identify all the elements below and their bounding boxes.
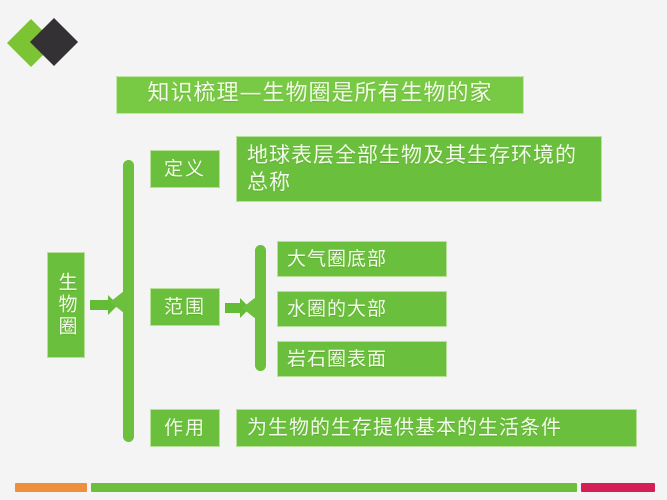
function-content-text: 为生物的生存提供基本的生活条件 — [247, 415, 562, 440]
root-node-label: 生物圈 — [55, 272, 78, 338]
brace-cap-bottom — [123, 426, 134, 442]
scope-item: 水圈的大部 — [277, 291, 447, 327]
definition-content: 地球表层全部生物及其生存环境的总称 — [236, 136, 602, 202]
scope-brace — [242, 245, 268, 371]
footer-segment-green — [91, 483, 577, 492]
scope-item-text: 大气圈底部 — [287, 247, 388, 270]
definition-content-text: 地球表层全部生物及其生存环境的总称 — [247, 143, 577, 194]
branch-label-scope: 范围 — [150, 288, 220, 326]
scope-item: 大气圈底部 — [277, 241, 447, 277]
brace-bar — [255, 245, 266, 371]
branch-label-scope-text: 范围 — [163, 295, 206, 318]
main-brace — [110, 160, 136, 442]
logo — [6, 17, 86, 72]
scope-item-text: 岩石圈表面 — [287, 347, 388, 370]
branch-label-function-text: 作用 — [163, 416, 206, 439]
branch-label-function: 作用 — [150, 409, 220, 447]
root-node: 生物圈 — [47, 252, 85, 358]
page-title-text: 知识梳理—生物圈是所有生物的家 — [147, 80, 493, 106]
scope-item: 岩石圈表面 — [277, 341, 447, 377]
scope-arrow-icon — [225, 298, 250, 318]
page-title: 知识梳理—生物圈是所有生物的家 — [116, 76, 524, 114]
brace-bar — [123, 160, 134, 442]
branch-label-definition-text: 定义 — [163, 157, 206, 180]
brace-nib-icon — [110, 291, 124, 313]
root-arrow-icon — [90, 295, 118, 315]
scope-item-text: 水圈的大部 — [287, 297, 388, 320]
function-content: 为生物的生存提供基本的生活条件 — [236, 409, 637, 447]
brace-nib-icon — [242, 297, 256, 319]
footer-segment-orange — [15, 483, 87, 492]
brace-cap-top — [255, 245, 266, 261]
branch-label-definition: 定义 — [150, 150, 220, 188]
footer-segment-crimson — [581, 483, 655, 492]
brace-cap-top — [123, 160, 134, 176]
brace-cap-bottom — [255, 355, 266, 371]
